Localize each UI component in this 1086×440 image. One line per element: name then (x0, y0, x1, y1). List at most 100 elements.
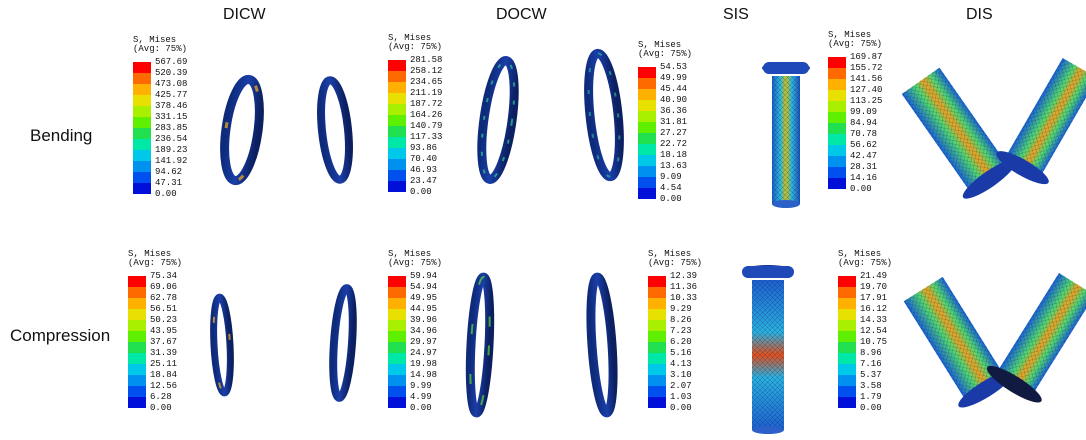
column-header-docw: DOCW (496, 6, 547, 23)
legend-value: 473.08 (155, 79, 188, 89)
legend-swatch (648, 276, 666, 287)
legend-value: 14.98 (410, 370, 438, 380)
legend-swatch (648, 298, 666, 309)
legend-value: 283.85 (155, 123, 188, 133)
legend-value: 56.62 (850, 140, 878, 150)
legend-value: 4.54 (660, 183, 682, 193)
legend-value: 12.56 (150, 381, 178, 391)
legend-swatch (838, 386, 856, 397)
legend-swatch (638, 166, 656, 177)
legend-swatch (838, 375, 856, 386)
legend-swatch (838, 320, 856, 331)
legend-swatch (828, 145, 846, 156)
legend-swatch (128, 331, 146, 342)
legend-value: 0.00 (410, 403, 432, 413)
legend-swatch (388, 181, 406, 192)
legend-swatch (128, 342, 146, 353)
legend-value: 141.92 (155, 156, 188, 166)
legend-color-bar (828, 57, 846, 189)
legend-swatch (128, 276, 146, 287)
legend-value: 5.16 (670, 348, 692, 358)
screw-bending-dis-1 (901, 67, 1017, 199)
legend-swatch (133, 117, 151, 128)
legend-swatch (648, 309, 666, 320)
legend-swatch (388, 115, 406, 126)
legend-value: 0.00 (850, 184, 872, 194)
legend-value: 141.56 (850, 74, 883, 84)
legend-value: 31.81 (660, 117, 688, 127)
legend-value: 1.03 (670, 392, 692, 402)
legend-swatch (128, 397, 146, 408)
legend-value: 28.31 (850, 162, 878, 172)
legend-swatch (388, 104, 406, 115)
legend-value: 84.94 (850, 118, 878, 128)
legend-value: 155.72 (850, 63, 883, 73)
legend-swatch (638, 122, 656, 133)
legend-swatch (638, 100, 656, 111)
legend-swatch (838, 364, 856, 375)
legend-value: 567.69 (155, 57, 188, 67)
legend-value: 18.84 (150, 370, 178, 380)
legend-swatch (128, 309, 146, 320)
legend-value: 29.97 (410, 337, 438, 347)
legend-swatch (838, 397, 856, 408)
legend-swatch (388, 82, 406, 93)
legend-value: 0.00 (155, 189, 177, 199)
legend-swatch (388, 148, 406, 159)
legend-swatch (388, 126, 406, 137)
legend-value: 140.79 (410, 121, 443, 131)
legend-value: 70.40 (410, 154, 438, 164)
column-header-dicw: DICW (223, 6, 266, 23)
legend-swatch (648, 331, 666, 342)
legend-swatch (133, 73, 151, 84)
legend-value: 62.78 (150, 293, 178, 303)
legend-swatch (388, 386, 406, 397)
legend-value: 520.39 (155, 68, 188, 78)
legend-swatch (388, 364, 406, 375)
legend-swatch (133, 95, 151, 106)
legend-value: 4.13 (670, 359, 692, 369)
legend-swatch (133, 84, 151, 95)
legend-value: 0.00 (860, 403, 882, 413)
screw-bending-sis (762, 62, 810, 208)
legend-swatch (388, 159, 406, 170)
legend-swatch (828, 57, 846, 68)
legend-value: 31.39 (150, 348, 178, 358)
legend-value: 11.36 (670, 282, 698, 292)
legend-value: 10.33 (670, 293, 698, 303)
legend-value: 3.58 (860, 381, 882, 391)
legend-swatch (648, 342, 666, 353)
legend-swatch (838, 298, 856, 309)
ring-bending-dicw-1 (220, 74, 264, 186)
legend-swatch (388, 375, 406, 386)
legend-swatch (638, 144, 656, 155)
legend-value: 23.47 (410, 176, 438, 186)
legend-swatch (128, 287, 146, 298)
legend-value: 9.99 (410, 381, 432, 391)
legend-swatch (388, 320, 406, 331)
legend-value: 18.18 (660, 150, 688, 160)
legend-value: 47.31 (155, 178, 183, 188)
legend-value: 49.99 (660, 73, 688, 83)
legend-title: S, Mises (388, 249, 432, 259)
legend-value: 281.58 (410, 55, 443, 65)
legend-swatch (828, 101, 846, 112)
screw-compression-dis-1 (903, 276, 1014, 408)
legend-swatch (133, 150, 151, 161)
legend-value: 4.99 (410, 392, 432, 402)
screw-bending-dis-2 (996, 58, 1086, 185)
legend-swatch (828, 156, 846, 167)
legend-swatch (638, 177, 656, 188)
legend-color-bar (388, 60, 406, 192)
legend-swatch (648, 320, 666, 331)
legend-swatch (838, 287, 856, 298)
legend-swatch (828, 123, 846, 134)
legend-swatch (128, 386, 146, 397)
legend-swatch (638, 111, 656, 122)
legend-value: 187.72 (410, 99, 443, 109)
legend-value: 8.96 (860, 348, 882, 358)
